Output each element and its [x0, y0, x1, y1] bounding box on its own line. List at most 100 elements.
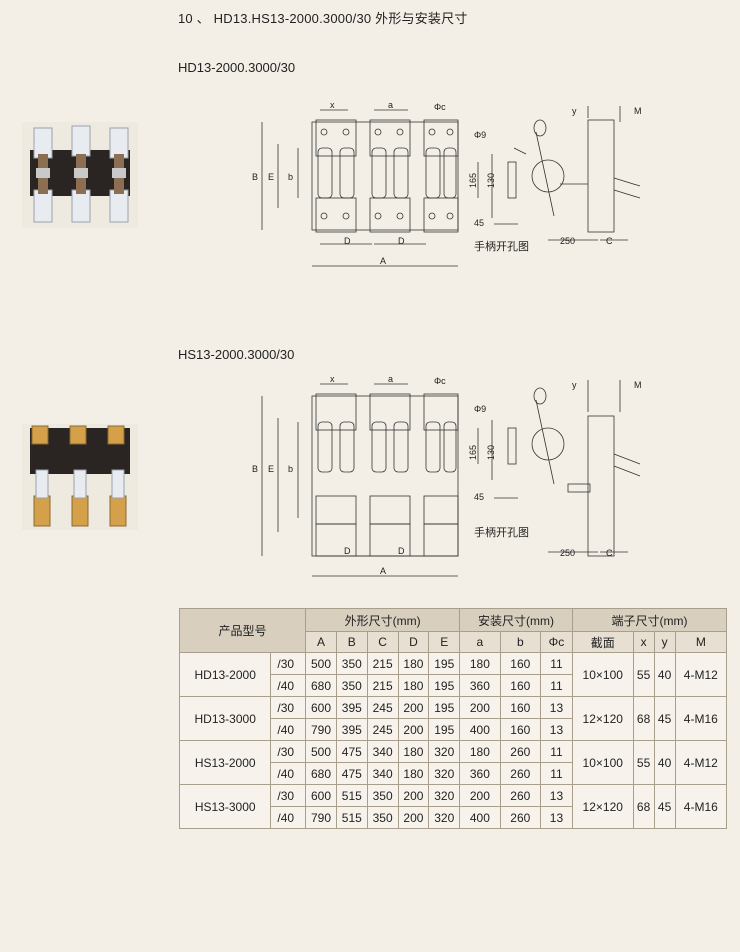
cell-c: 13 [540, 784, 573, 807]
cell-E: 195 [428, 718, 461, 741]
label-b: b [288, 464, 293, 474]
cell-a: 200 [459, 784, 501, 807]
cell-A: 500 [305, 740, 337, 763]
col-header: a [459, 631, 501, 653]
cell-C: 215 [366, 674, 399, 697]
table-row: HS13-2000 /30 500 475 340 180 320 180 26… [178, 740, 728, 785]
cell-c: 13 [540, 696, 573, 719]
label-y: y [572, 106, 577, 116]
table-row: HD13-2000 /30 500 350 215 180 195 180 16… [178, 652, 728, 697]
cell-A: 790 [305, 806, 337, 829]
cell-a: 400 [459, 718, 501, 741]
cell-a: 200 [459, 696, 501, 719]
label-D2: D [398, 546, 405, 556]
section-title-hs13: HS13-2000.3000/30 [178, 347, 295, 362]
cell-M: 4-M16 [674, 784, 728, 829]
col-header: M [674, 631, 728, 653]
table-row: /40 790 515 350 200 320 400 260 13 [180, 806, 727, 829]
cell-C: 340 [366, 740, 399, 763]
label-D2: D [398, 236, 405, 246]
label-x: x [330, 100, 335, 110]
cell-b: 160 [499, 652, 542, 675]
table-row: /40 680 350 215 180 195 360 160 11 [180, 674, 727, 697]
cell-sub: /40 [270, 718, 307, 741]
cell-A: 790 [305, 718, 337, 741]
cell-M: 4-M12 [674, 740, 728, 785]
cell-C: 215 [366, 652, 399, 675]
cell-B: 515 [335, 784, 368, 807]
cell-A: 600 [305, 784, 337, 807]
cell-b: 260 [499, 806, 542, 829]
col-header: A [305, 631, 337, 653]
header-terminal: 端子尺寸(mm) [571, 608, 728, 632]
cell-a: 360 [459, 762, 501, 785]
cell-M: 4-M12 [674, 652, 728, 697]
label-phi-9: Φ9 [474, 404, 486, 414]
cell-B: 475 [335, 740, 368, 763]
label-130: 130 [486, 173, 496, 188]
drawing-hd13: x a Φc B E b D D A Φ9 165 130 45 手柄开孔图 2… [252, 100, 642, 267]
label-E: E [268, 464, 274, 474]
label-M: M [634, 106, 642, 116]
cell-x: 55 [632, 652, 655, 697]
cell-E: 320 [428, 784, 461, 807]
header-outline: 外形尺寸(mm) [305, 608, 461, 632]
cell-C: 350 [366, 784, 399, 807]
cell-b: 160 [499, 718, 542, 741]
cell-b: 260 [499, 762, 542, 785]
cell-a: 180 [459, 740, 501, 763]
cell-sub: /40 [270, 806, 307, 829]
label-165: 165 [468, 445, 478, 460]
cell-sub: /30 [270, 696, 307, 719]
cell-C: 245 [366, 696, 399, 719]
label-A: A [380, 256, 386, 266]
cell-E: 320 [428, 806, 461, 829]
col-header: Φc [540, 631, 573, 653]
cell-C: 340 [366, 762, 399, 785]
label-A: A [380, 566, 386, 576]
cell-y: 40 [653, 652, 676, 697]
cell-B: 350 [335, 652, 368, 675]
cell-c: 13 [540, 806, 573, 829]
label-M: M [634, 380, 642, 390]
cell-c: 11 [540, 740, 573, 763]
label-b: b [288, 172, 293, 182]
label-handle-hole: 手柄开孔图 [474, 239, 529, 253]
cell-B: 350 [335, 674, 368, 697]
header-model: 产品型号 [178, 608, 307, 653]
label-45: 45 [474, 218, 484, 228]
cell-b: 160 [499, 696, 542, 719]
table-group-header-row: 产品型号 外形尺寸(mm) 安装尺寸(mm) 端子尺寸(mm) [178, 608, 728, 653]
dimensions-table: 产品型号 外形尺寸(mm) 安装尺寸(mm) 端子尺寸(mm) A B C D … [178, 608, 728, 829]
cell-D: 180 [397, 762, 430, 785]
cell-B: 395 [335, 718, 368, 741]
label-a: a [388, 374, 393, 384]
label-a: a [388, 100, 393, 110]
cell-x: 55 [632, 740, 655, 785]
cell-c: 13 [540, 718, 573, 741]
col-header: y [653, 631, 676, 653]
label-B: B [252, 172, 258, 182]
header-mount: 安装尺寸(mm) [459, 608, 573, 632]
col-header: b [499, 631, 542, 653]
label-E: E [268, 172, 274, 182]
cell-model: HS13-2000 [178, 740, 272, 785]
table-row: /40 790 395 245 200 195 400 160 13 [180, 718, 727, 741]
cell-a: 360 [459, 674, 501, 697]
label-D1: D [344, 236, 351, 246]
cell-b: 260 [499, 784, 542, 807]
cell-D: 180 [397, 740, 430, 763]
cell-section: 10×100 [571, 652, 634, 697]
cell-D: 200 [397, 784, 430, 807]
label-y: y [572, 380, 577, 390]
cell-B: 475 [335, 762, 368, 785]
table-column-header-row: A B C D E a b Φc 截面 x y M [180, 631, 728, 653]
cell-E: 195 [428, 696, 461, 719]
col-header: 截面 [571, 631, 634, 653]
cell-sub: /40 [270, 674, 307, 697]
product-photo-hd13 [22, 122, 138, 228]
cell-y: 40 [653, 740, 676, 785]
product-photo-hs13 [22, 424, 138, 530]
label-phi-c: Φc [434, 102, 446, 112]
label-phi-9: Φ9 [474, 130, 486, 140]
